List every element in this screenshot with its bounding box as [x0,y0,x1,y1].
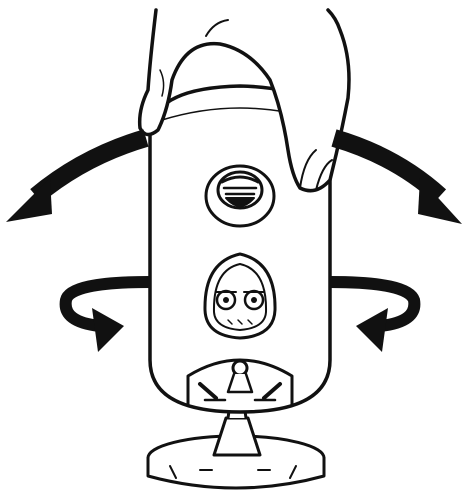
bottom-mount [186,358,294,406]
hand [137,8,351,193]
lower-connector-panel [203,252,277,340]
rotate-arrow-right [329,276,421,352]
tilt-arrow-left [6,129,149,222]
microphone-body [148,84,332,414]
stand-base [146,434,326,490]
rotate-arrow-left [59,276,151,352]
tilt-arrow-right [331,129,462,224]
upper-knob [204,164,276,228]
